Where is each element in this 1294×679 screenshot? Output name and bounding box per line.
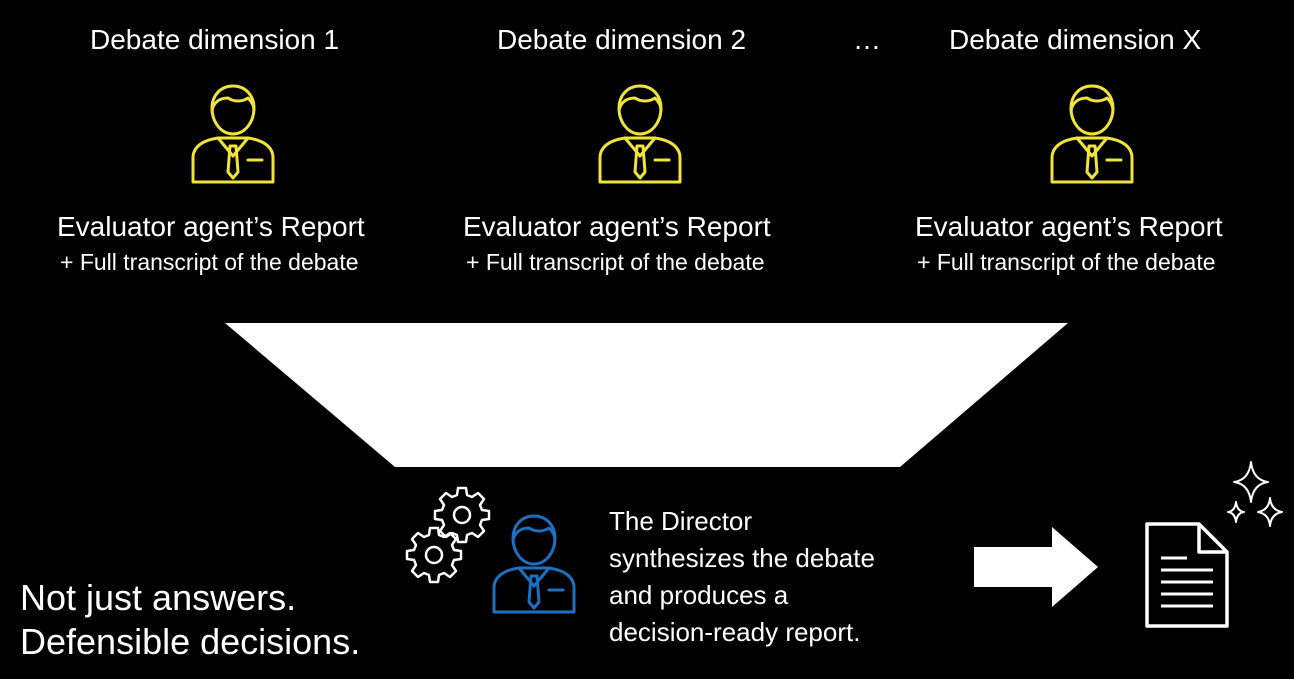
director-description: The Director synthesizes the debate and …	[609, 503, 875, 651]
dimension-x-label: Debate dimension X	[949, 24, 1202, 55]
sparkles-icon	[1227, 461, 1283, 527]
dimension-x-report: Evaluator agent’s Report	[915, 211, 1223, 242]
tagline: Not just answers. Defensible decisions.	[20, 576, 360, 664]
agent-person-icon	[1050, 84, 1134, 184]
director-person-icon	[492, 514, 576, 614]
tagline-line-2: Defensible decisions.	[20, 621, 361, 662]
director-line-1: The Director	[609, 506, 753, 536]
dimension-1-label: Debate dimension 1	[90, 24, 340, 55]
gears-icon	[405, 486, 491, 584]
document-icon	[1145, 522, 1229, 628]
dimension-2-label: Debate dimension 2	[497, 24, 747, 55]
director-line-2: synthesizes the debate	[609, 543, 875, 573]
dimension-x-transcript: + Full transcript of the debate	[917, 249, 1216, 275]
dimension-1-report: Evaluator agent’s Report	[57, 211, 365, 242]
dimension-2-report: Evaluator agent’s Report	[463, 211, 771, 242]
dimension-2-transcript: + Full transcript of the debate	[466, 249, 765, 275]
director-line-4: decision-ready report.	[609, 617, 861, 647]
dimension-1-transcript: + Full transcript of the debate	[60, 249, 359, 275]
director-line-3: and produces a	[609, 580, 789, 610]
more-dimensions-ellipsis: …	[853, 24, 881, 55]
agent-person-icon	[191, 84, 275, 184]
tagline-line-1: Not just answers.	[20, 577, 297, 618]
right-arrow-icon	[974, 527, 1098, 607]
agent-person-icon	[598, 84, 682, 184]
